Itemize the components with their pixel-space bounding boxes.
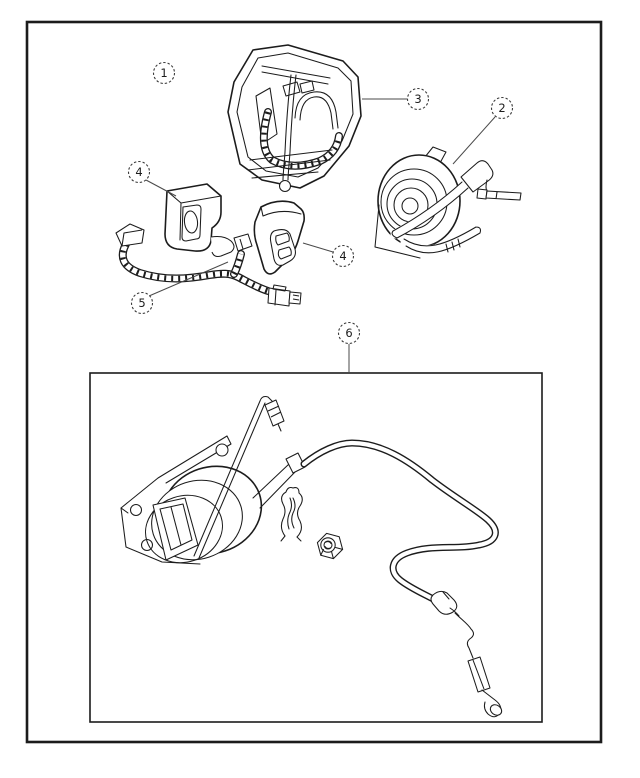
callout-5-label: 5 xyxy=(138,296,145,310)
part-clockspring xyxy=(374,146,522,259)
part-retainer-clip xyxy=(280,486,303,542)
callout-1-label: 1 xyxy=(160,66,167,80)
cable-inner-wire xyxy=(454,612,475,659)
part-hex-nut xyxy=(316,532,344,560)
harness-connector-mid xyxy=(233,233,253,252)
callout-3-label: 3 xyxy=(414,92,421,106)
part-switch-right xyxy=(253,200,305,275)
horn-pad-wire xyxy=(278,74,297,193)
harness-connector-right xyxy=(267,284,302,307)
clockspring-lead-upper xyxy=(390,160,522,239)
callout-4-left-leader xyxy=(145,179,177,197)
servo-body xyxy=(145,465,263,564)
callout-6-label: 6 xyxy=(345,326,352,340)
callout-3: 3 xyxy=(362,87,430,111)
servo-cable xyxy=(300,439,503,718)
callout-4-left-label: 4 xyxy=(135,165,142,179)
callout-4-right-label: 4 xyxy=(339,249,346,263)
callout-2-leader xyxy=(452,116,496,165)
outer-frame xyxy=(25,20,603,744)
part-switch-left xyxy=(164,183,235,258)
part-horn-pad-cover xyxy=(227,44,362,193)
callout-5-leader xyxy=(148,261,229,297)
callout-6: 6 xyxy=(337,321,361,372)
callout-2: 2 xyxy=(452,96,514,165)
cable-end-hook xyxy=(481,689,502,718)
parts-box xyxy=(89,372,543,723)
servo-connector-block xyxy=(152,497,199,561)
servo-hose xyxy=(193,395,285,559)
callout-4-left: 4 xyxy=(127,160,177,197)
callout-4-right: 4 xyxy=(302,242,355,268)
clockspring-lead-lower xyxy=(400,225,483,255)
part-servo-assembly xyxy=(120,395,503,718)
part-wiring-harness xyxy=(115,223,302,307)
callout-1: 1 xyxy=(152,61,176,85)
callout-5: 5 xyxy=(130,261,229,315)
callout-4-right-leader xyxy=(302,242,334,253)
callout-2-label: 2 xyxy=(498,101,505,115)
harness-connector-left xyxy=(115,223,145,247)
cable-sleeve xyxy=(467,656,491,693)
